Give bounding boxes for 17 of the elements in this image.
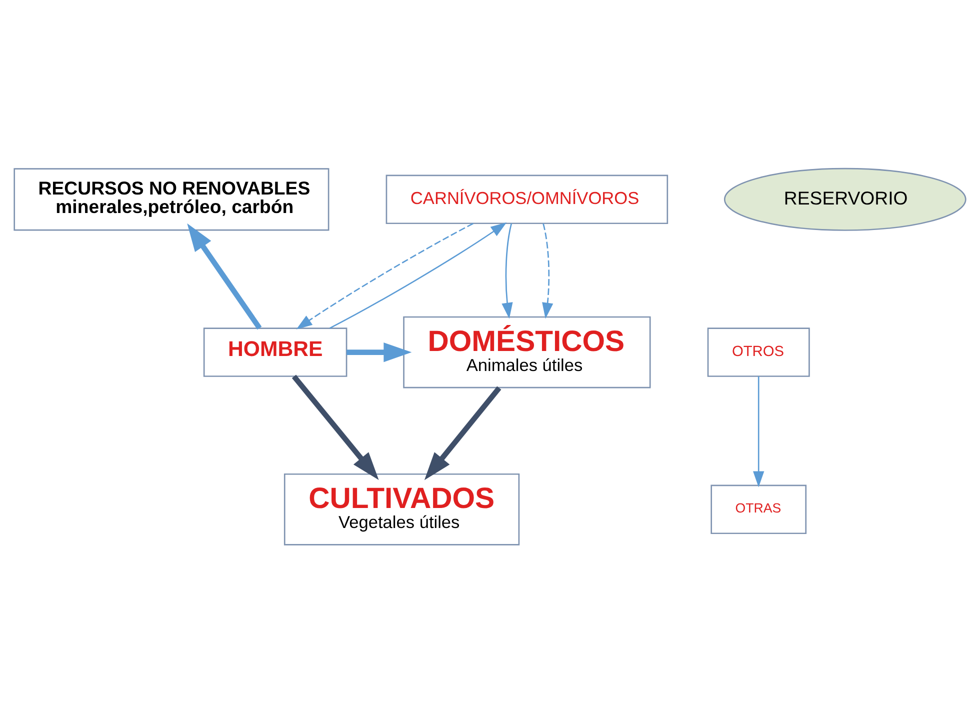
arrow (502, 223, 513, 319)
arrow (542, 223, 554, 319)
arrow (424, 386, 502, 480)
arrow (292, 374, 379, 480)
arrow (296, 222, 474, 330)
node-box: HOMBRE (203, 328, 348, 377)
arrow (346, 342, 412, 362)
arrow (329, 222, 507, 329)
node-box: RECURSOS NO RENOVABLES minerales,petróleo, carbón (14, 168, 330, 231)
node-box: CARNÍVOROS/OMNÍVOROS (386, 174, 668, 224)
node-box: CULTIVADOS Vegetales útiles (284, 473, 520, 546)
arrow (753, 376, 764, 488)
node-box: DOMÉSTICOS Animales útiles (403, 316, 651, 388)
node-box: OTROS (707, 328, 810, 377)
node-box: OTRAS (710, 484, 807, 534)
node-ellipse: RESERVORIO (724, 168, 966, 231)
arrow (187, 223, 262, 330)
